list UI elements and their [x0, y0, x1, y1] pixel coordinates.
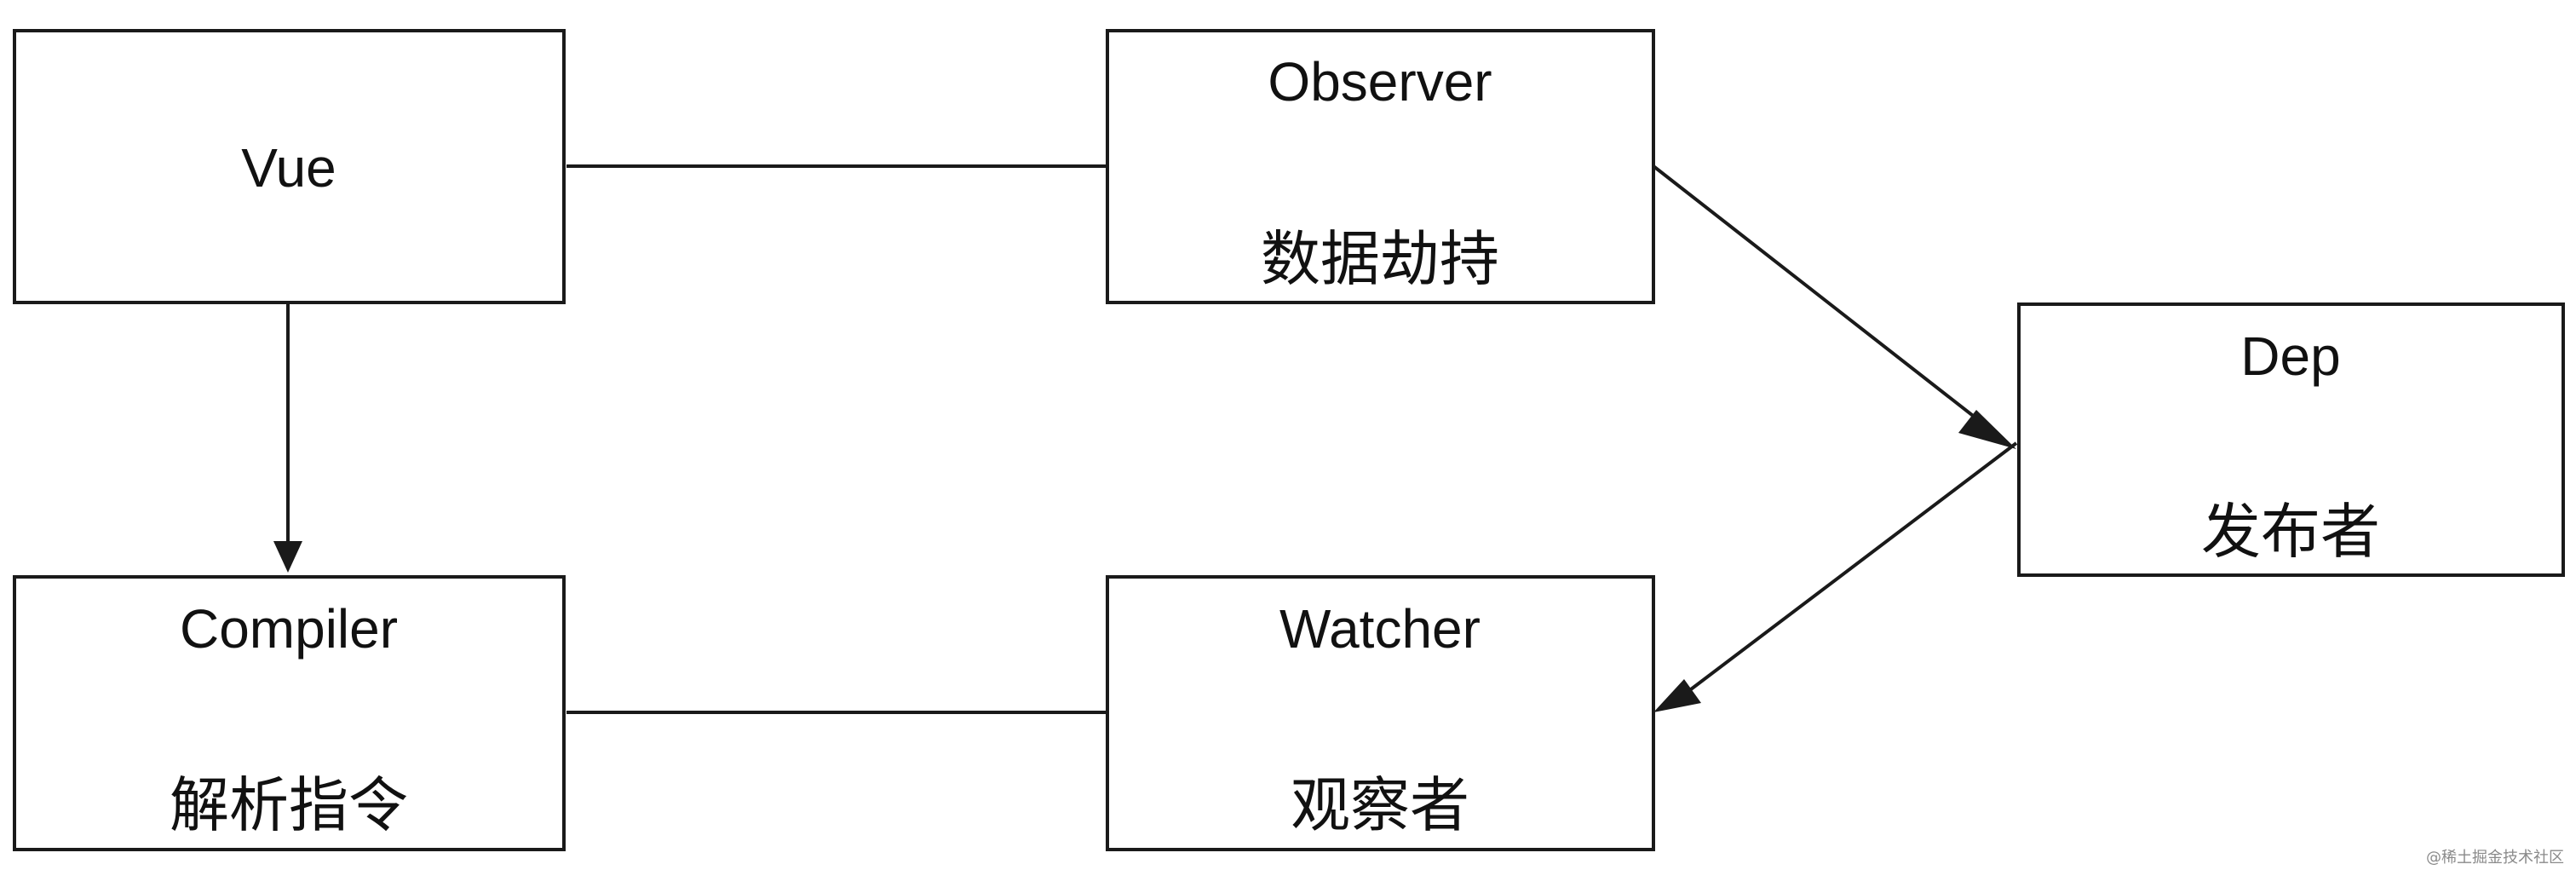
node-observer-subtitle: 数据劫持 — [1261, 224, 1499, 294]
arrowhead-dep-to-watcher — [1653, 679, 1701, 712]
arrowhead-observer-to-dep — [1958, 410, 2016, 449]
node-dep-title: Dep — [2240, 326, 2340, 387]
node-observer: Observer 数据劫持 — [1106, 29, 1655, 304]
node-vue-box — [13, 29, 566, 304]
node-watcher-title: Watcher — [1279, 598, 1481, 660]
node-compiler: Compiler 解析指令 — [13, 575, 566, 851]
node-vue: Vue — [13, 29, 566, 304]
node-compiler-title: Compiler — [180, 598, 398, 660]
node-dep-subtitle: 发布者 — [2201, 497, 2380, 567]
node-observer-box — [1106, 29, 1655, 304]
watermark-text: @稀土掘金技术社区 — [2426, 849, 2564, 867]
node-watcher: Watcher 观察者 — [1106, 575, 1655, 851]
node-vue-title: Vue — [241, 137, 336, 199]
node-dep: Dep 发布者 — [2017, 302, 2565, 577]
node-watcher-subtitle: 观察者 — [1291, 770, 1469, 840]
node-dep-box — [2017, 302, 2565, 577]
arrowhead-vue-to-compiler — [273, 541, 302, 573]
edge-observer-to-dep — [1652, 164, 1993, 432]
node-compiler-subtitle: 解析指令 — [170, 770, 408, 840]
node-compiler-box — [13, 575, 566, 851]
node-observer-title: Observer — [1268, 51, 1492, 112]
node-watcher-box — [1106, 575, 1655, 851]
edge-dep-to-watcher — [1682, 441, 2018, 696]
